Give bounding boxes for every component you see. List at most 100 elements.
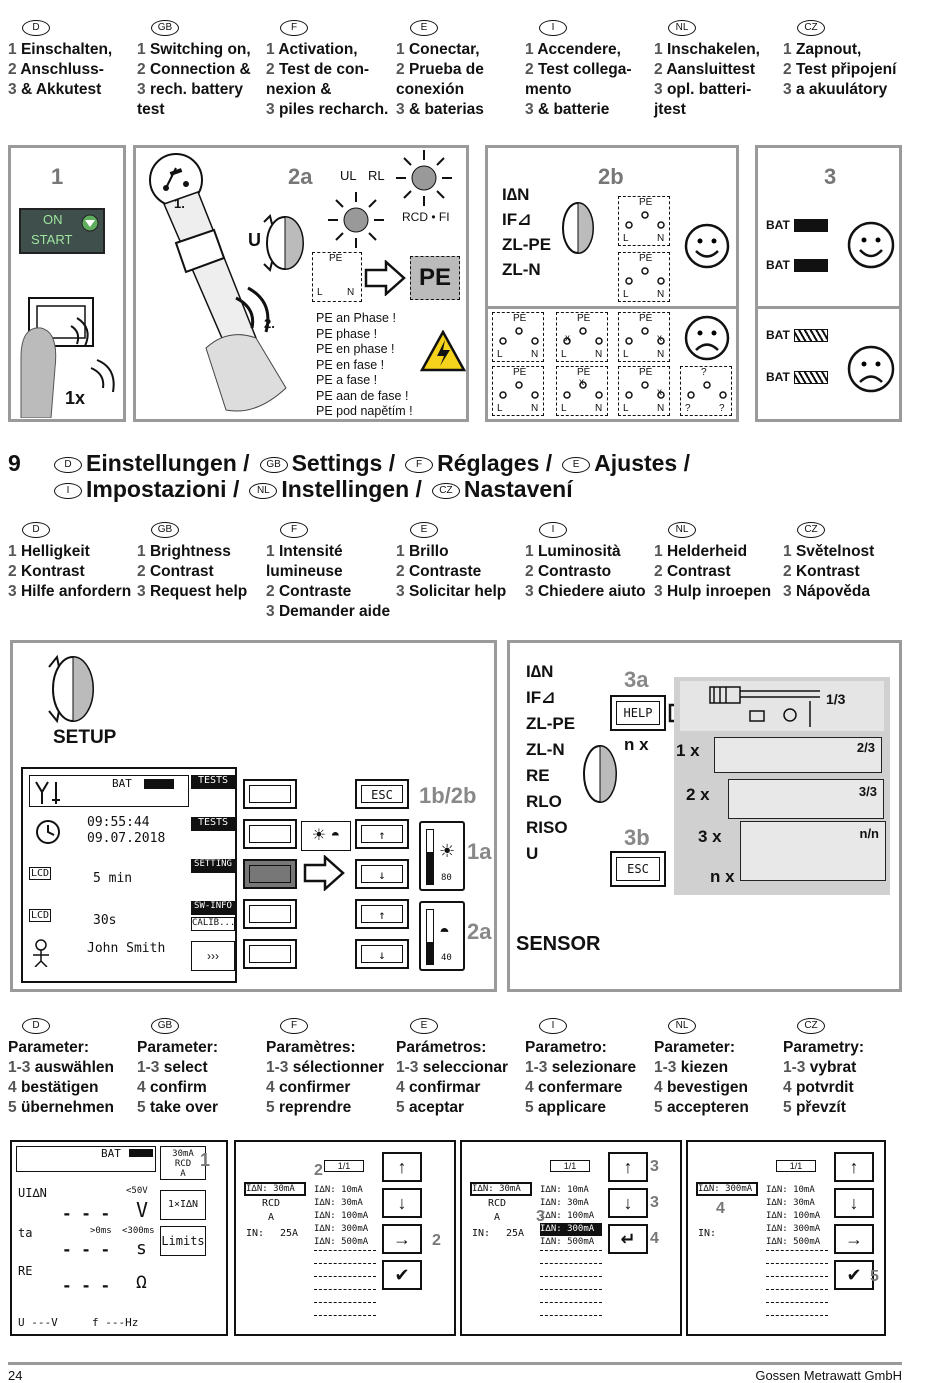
list-item[interactable]: I∆N: 100mA (540, 1211, 595, 1221)
list-item[interactable]: I∆N: 30mA (314, 1198, 363, 1208)
list-item[interactable]: I∆N: 100mA (314, 1211, 369, 1221)
step-number: 4 (8, 1079, 17, 1096)
uidn-limit: <50V (126, 1186, 148, 1196)
n-label: N (531, 349, 539, 360)
step-number: 1 (8, 543, 17, 560)
softkey-left[interactable] (243, 939, 297, 969)
n-label: N (657, 403, 665, 414)
down-key[interactable]: ↓ (355, 859, 409, 889)
bat-label: BAT (766, 218, 790, 232)
step-number: 5 (8, 1099, 17, 1116)
fault-mark: x (657, 333, 662, 344)
esc-button[interactable]: ESC (610, 851, 666, 887)
lang-badge: NL (668, 522, 696, 538)
softkey-left[interactable] (243, 859, 297, 889)
list-item[interactable]: I∆N: 30mA (766, 1198, 815, 1208)
calib-button[interactable]: CALIB... (191, 917, 235, 931)
heading-text: Settings / (291, 450, 396, 476)
user-forward-button[interactable]: ››› (191, 941, 235, 971)
tests-button-2[interactable]: TESTS (191, 817, 235, 831)
esc-key[interactable]: ESC (355, 779, 409, 809)
list-item[interactable]: I∆N: 10mA (766, 1185, 815, 1195)
list-item[interactable]: I∆N: 500mA (314, 1237, 369, 1247)
step-text: & batterie (537, 101, 610, 118)
key-label: ↓ (361, 945, 403, 963)
lang-line: 1 Intensité (266, 542, 394, 562)
rotary-switch-icon (48, 654, 94, 724)
list-item[interactable]: I∆N: 300mA (766, 1224, 821, 1234)
divider (488, 306, 736, 309)
lang-line: 1-3 selezionare (525, 1058, 653, 1078)
rotary-switch-icon (263, 214, 304, 272)
pe-label: PE (513, 313, 527, 324)
rotary-switch-icon (583, 745, 617, 803)
step-text: confirmar (408, 1079, 481, 1096)
step-marker: 4 (716, 1200, 725, 1217)
lang-line: 3 rech. battery (137, 80, 265, 100)
step-text: Kontrast (795, 563, 860, 580)
list-item[interactable]: I∆N: 10mA (540, 1185, 589, 1195)
key-label: ↑ (361, 905, 403, 923)
list-item[interactable]: I∆N: 100mA (766, 1211, 821, 1221)
tests-button[interactable]: TESTS (191, 775, 235, 789)
nav-key[interactable]: → (834, 1224, 874, 1254)
nav-key[interactable]: → (382, 1224, 422, 1254)
nav-key[interactable]: ✔ (382, 1260, 422, 1290)
nav-key[interactable]: ↓ (834, 1188, 874, 1218)
step-text: převzít (795, 1099, 846, 1116)
setting-button[interactable]: SETTING (191, 859, 235, 873)
list-item[interactable]: I∆N: 500mA (766, 1237, 821, 1247)
l-label: L (623, 403, 629, 414)
selected-param[interactable]: I∆N: 300mA (696, 1182, 758, 1196)
up-key[interactable]: ↑ (355, 819, 409, 849)
step-text: Parametro: (525, 1039, 607, 1056)
list-item[interactable]: I∆N: 10mA (314, 1185, 363, 1195)
up-key[interactable]: ↑ (355, 899, 409, 929)
nav-key[interactable]: ↑ (834, 1152, 874, 1182)
step-3a: 3a (624, 667, 649, 692)
step-number: 3 (137, 81, 146, 98)
nav-key[interactable]: ↵ (608, 1224, 648, 1254)
softkey-left[interactable] (243, 819, 297, 849)
list-item[interactable]: I∆N: 300mA (314, 1224, 369, 1234)
rcd-param-button[interactable]: 30mA RCD A (160, 1146, 206, 1180)
list-item[interactable]: I∆N: 300mA (540, 1223, 602, 1236)
step-number: 1 (654, 41, 663, 58)
measurement-label: ZL-PE (502, 235, 552, 254)
on-start-button[interactable]: ON START (19, 208, 105, 254)
lang-line: 2 Contrast (654, 562, 782, 582)
nav-key[interactable]: ↓ (608, 1188, 648, 1218)
down-key[interactable]: ↓ (355, 939, 409, 969)
lang-line: 4 bevestigen (654, 1078, 782, 1098)
step-number: 1 (8, 41, 17, 58)
step-number: 1 (783, 41, 792, 58)
nav-key[interactable]: ↑ (608, 1152, 648, 1182)
selected-param[interactable]: I∆N: 30mA (244, 1182, 306, 1196)
help-button[interactable]: HELP (610, 695, 666, 731)
step-number: 2 (137, 61, 146, 78)
softkey-left[interactable] (243, 779, 297, 809)
nav-key[interactable]: ↓ (382, 1188, 422, 1218)
lang-line: 3 Hilfe anfordern (8, 582, 136, 602)
selected-param[interactable]: I∆N: 30mA (470, 1182, 532, 1196)
measurement-label: RISO (526, 818, 568, 837)
page-number: 24 (8, 1368, 23, 1383)
sw-info-button[interactable]: SW-INFO (191, 901, 235, 915)
softkey-left[interactable] (243, 899, 297, 929)
step-number: 3 (8, 583, 17, 600)
step-number: 1 (266, 41, 275, 58)
list-item[interactable]: I∆N: 30mA (540, 1198, 589, 1208)
lang-line: 2 Anschluss- (8, 60, 136, 80)
nav-key[interactable]: ✔ (834, 1260, 874, 1290)
limits-button[interactable]: Limits (160, 1226, 206, 1256)
lang-line: Parameter: (654, 1038, 782, 1058)
one-x-idn-button[interactable]: 1×I∆N (160, 1190, 206, 1220)
page-1-of-3: 1/3 (826, 691, 846, 707)
lang-badge: I (54, 482, 82, 499)
rotary-switch-icon (562, 202, 594, 254)
list-item[interactable]: I∆N: 500mA (540, 1237, 595, 1247)
nav-key[interactable]: ↑ (382, 1152, 422, 1182)
times-once-label: 1x (65, 388, 86, 408)
